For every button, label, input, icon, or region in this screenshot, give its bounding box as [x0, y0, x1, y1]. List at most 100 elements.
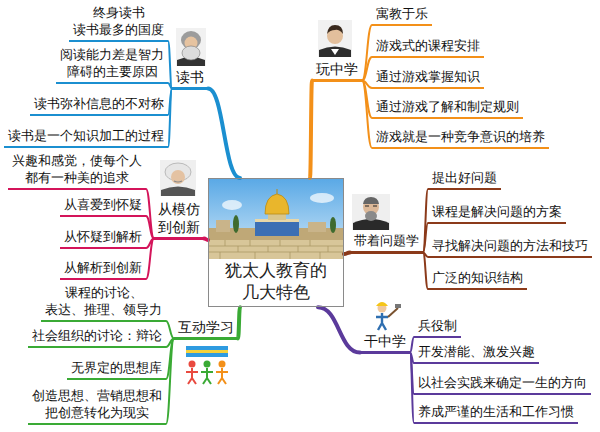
- leaf-topic: 终身读书 读书最多的国度: [69, 4, 168, 42]
- branch-line: [362, 57, 372, 81]
- branch-line: [310, 81, 312, 179]
- portrait-body: [319, 47, 351, 58]
- people-icon: [186, 346, 228, 384]
- portrait-glasses: [365, 205, 377, 206]
- leaf-topic: 通过游戏掌握知识: [372, 68, 484, 89]
- worker-body: [376, 313, 388, 330]
- branch-line: [146, 216, 154, 239]
- topic-text: 养成严谨的生活和工作习惯: [417, 404, 575, 421]
- topic-text: 寻找解决问题的方法和技巧: [431, 238, 589, 255]
- portrait: [176, 28, 206, 66]
- worker-icon: [376, 302, 401, 330]
- leaf-topic: 提出好问题: [428, 169, 501, 190]
- leaf-topic: 兵役制: [414, 317, 461, 338]
- leaf-topic: 课程的讨论、 表达、推理、领导力: [41, 284, 166, 322]
- golden-dome: [265, 194, 289, 214]
- topic-text: 广泛的知识结构: [431, 270, 524, 287]
- leaf-topic: 创造思想、营销思想和 把创意转化为现实: [28, 387, 166, 425]
- branch-line: [318, 307, 360, 352]
- portrait-moustache: [174, 181, 182, 182]
- leaf-topic: 社会组织的讨论：辩论: [28, 327, 166, 348]
- branch-topic: 带着问题学: [350, 232, 423, 254]
- portrait-face: [171, 170, 185, 184]
- branch-line: [362, 25, 372, 81]
- wall-bricks: [209, 240, 343, 259]
- topic-text: 读书弥补信息的不对称: [33, 96, 165, 113]
- person-head: [204, 361, 211, 368]
- leaf-topic: 养成严谨的生活和工作习惯: [414, 403, 578, 424]
- leaf-topic: 通过游戏了解和制定规则: [372, 98, 523, 119]
- cypress-tree: [233, 215, 239, 233]
- leaf-topic: 游戏就是一种竞争意识的培养: [372, 128, 549, 149]
- portrait-frame: [176, 28, 206, 66]
- western-wall: [209, 240, 343, 259]
- branch-line: [168, 89, 172, 148]
- topic-text: 读书: [175, 68, 205, 86]
- cypress-tree: [330, 217, 336, 233]
- portrait: [352, 194, 390, 230]
- topic-text: 以社会实践来确定一生的方向: [417, 375, 588, 392]
- leaf-topic: 读书弥补信息的不对称: [30, 95, 168, 116]
- leaf-topic: 广泛的知识结构: [428, 269, 527, 290]
- leaf-topic: 课程是解决问题的方案: [428, 203, 566, 224]
- branch-line: [166, 321, 174, 339]
- branch-topic: 读书: [172, 67, 208, 90]
- portrait-body: [161, 187, 195, 197]
- branch-topic: 玩中学: [312, 59, 362, 82]
- topic-text: 无界定的思想库: [70, 360, 163, 377]
- central-topic: 犹太人教育的 几大特色: [208, 178, 344, 307]
- worker-tool-head: [395, 304, 401, 308]
- person-body: [201, 368, 213, 384]
- portrait: [318, 20, 352, 57]
- leaf-topic: 读书是一个知识加工的过程: [4, 127, 168, 148]
- portrait: [160, 160, 196, 196]
- topic-text: 寓教于乐: [375, 6, 429, 23]
- portrait-beard: [365, 211, 377, 221]
- dome-spire: [277, 189, 278, 194]
- building: [216, 220, 230, 232]
- person-head: [189, 361, 196, 368]
- topic-text: 提出好问题: [431, 170, 498, 187]
- leaf-topic: 阅读能力差是智力 障碍的主要原因: [56, 46, 168, 84]
- topic-text: 游戏就是一种竞争意识的培养: [375, 129, 546, 146]
- leaf-topic: 寻找解决问题的方法和技巧: [428, 237, 592, 258]
- portrait-beard: [182, 46, 200, 60]
- person-body: [216, 368, 228, 384]
- leaf-topic: 寓教于乐: [372, 5, 432, 26]
- branch-line: [146, 239, 154, 280]
- topic-text: 课程是解决问题的方案: [431, 204, 563, 221]
- portrait-frame: [318, 20, 352, 57]
- topic-text: 游戏式的课程安排: [375, 38, 481, 55]
- topic-text: 开发潜能、激发兴趣: [417, 344, 536, 361]
- topic-text: 终身读书 读书最多的国度: [72, 5, 165, 39]
- leaf-topic: 从喜爱到怀疑: [60, 196, 146, 217]
- leaf-topic: 以社会实践来确定一生的方向: [414, 374, 591, 395]
- topic-text: 干中学: [363, 332, 407, 350]
- branch-line: [362, 81, 372, 149]
- topic-text: 从喜爱到怀疑: [63, 197, 143, 214]
- cloud: [222, 200, 242, 210]
- person-head: [219, 361, 226, 368]
- branch-topic: 从模仿 到创新: [154, 199, 204, 240]
- worker-tool: [388, 308, 398, 317]
- topic-text: 课程的讨论、 表达、推理、领导力: [44, 285, 163, 319]
- topic-text: 阅读能力差是智力 障碍的主要原因: [59, 47, 165, 81]
- topic-text: 带着问题学: [353, 233, 420, 250]
- topic-text: 读书是一个知识加工的过程: [7, 128, 165, 145]
- banner: [186, 346, 228, 357]
- topic-text: 互动学习: [177, 318, 235, 336]
- topic-text: 兵役制: [417, 318, 458, 335]
- branch-line: [238, 307, 240, 338]
- person-body: [186, 368, 198, 384]
- leaf-topic: 游戏式的课程安排: [372, 37, 484, 58]
- topic-text: 从怀疑到解析: [63, 229, 143, 246]
- portrait-hair: [363, 197, 379, 204]
- leaf-topic: 从解析到创新: [60, 259, 146, 280]
- topic-text: 犹太人教育的 几大特色: [224, 259, 328, 303]
- topic-text: 通过游戏了解和制定规则: [375, 99, 520, 116]
- topic-text: 创造思想、营销思想和 把创意转化为现实: [31, 388, 163, 422]
- topic-text: 从模仿 到创新: [157, 200, 201, 236]
- leaf-topic: 开发潜能、激发兴趣: [414, 343, 539, 364]
- portrait-collar: [331, 49, 339, 55]
- topic-text: 社会组织的讨论：辩论: [31, 328, 163, 345]
